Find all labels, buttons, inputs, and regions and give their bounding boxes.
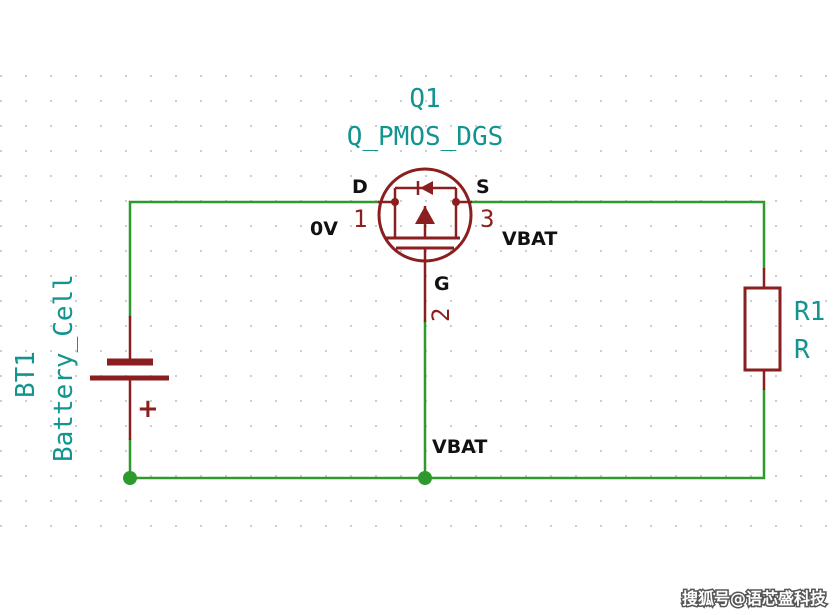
- net-label-source: VBAT: [502, 228, 557, 250]
- wires: [128, 200, 766, 480]
- net-label-gate: VBAT: [432, 436, 487, 458]
- junction-dot: [418, 471, 432, 485]
- symbol-leads: [128, 268, 766, 440]
- battery-ref: BT1: [11, 351, 41, 398]
- watermark-text: 搜狐号@语芯盛科技: [682, 589, 827, 608]
- drain-pin-name: D: [352, 176, 368, 198]
- wire-drain: [128, 200, 380, 318]
- wire-source: [470, 200, 766, 270]
- dot-grid: [0, 60, 837, 550]
- pmos-symbol: [377, 167, 473, 268]
- source-pin-name: S: [476, 176, 490, 198]
- net-label-drain: 0V: [310, 218, 338, 240]
- battery-polarity-mark: +: [137, 394, 159, 424]
- battery-value: Battery_Cell: [49, 274, 79, 462]
- pin-dot: [391, 198, 399, 206]
- resistor-symbol: [743, 286, 782, 372]
- gate-pin-number: 2: [427, 308, 455, 322]
- pin-dot: [452, 198, 460, 206]
- transistor-ref: Q1: [409, 84, 440, 114]
- resistor-value: R: [794, 335, 810, 365]
- wire-resistor-bottom: [128, 388, 766, 480]
- resistor-ref: R1: [794, 297, 825, 327]
- gate-pin-name: G: [434, 273, 450, 295]
- source-pin-number: 3: [480, 205, 494, 233]
- battery-symbol: [90, 358, 169, 381]
- junction-dot: [123, 471, 137, 485]
- transistor-value: Q_PMOS_DGS: [347, 122, 504, 152]
- drain-pin-number: 1: [353, 205, 367, 233]
